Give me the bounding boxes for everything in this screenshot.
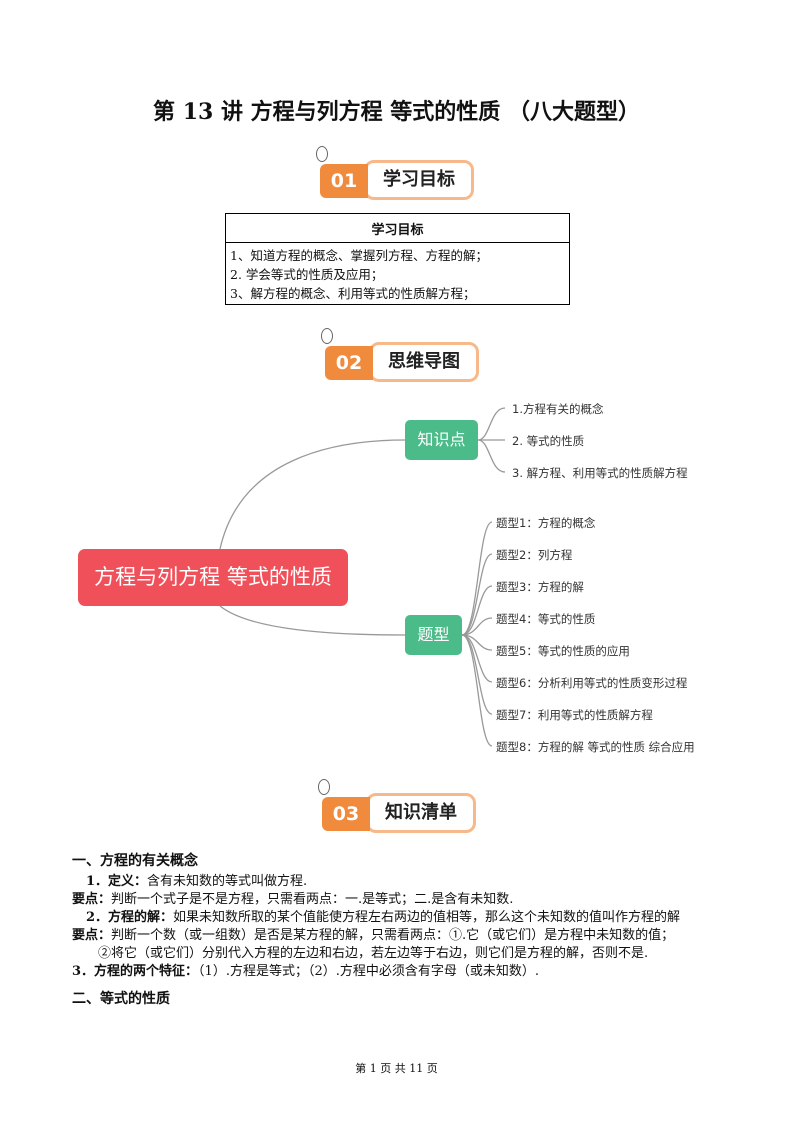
- term-label: 2．方程的解：: [86, 910, 174, 925]
- definition-text: 含有未知数的等式叫做方程.: [147, 874, 308, 889]
- section-banner-mindmap: 思维导图 02: [321, 328, 479, 382]
- banner-label: 思维导图: [369, 342, 479, 382]
- mindmap-leaf: 题型8：方程的解 等式的性质 综合应用: [496, 740, 695, 754]
- mindmap-leaf: 题型4：等式的性质: [496, 612, 596, 626]
- mindmap-branch-question-types: 题型: [405, 615, 462, 655]
- mindmap-leaf: 题型5：等式的性质的应用: [496, 644, 630, 658]
- section-heading: 二、等式的性质: [72, 991, 170, 1007]
- note-text: 判断一个数（或一组数）是否是某方程的解，只需看两点：①.它（或它们）是方程中未知…: [111, 928, 675, 943]
- goals-table: 学习目标 1、知道方程的概念、掌握列方程、方程的解； 2. 学会等式的性质及应用…: [225, 213, 570, 305]
- table-header: 学习目标: [225, 213, 570, 243]
- section-heading: 一、方程的有关概念: [72, 853, 198, 869]
- mindmap-leaf: 2. 等式的性质: [512, 434, 585, 448]
- banner-number: 03: [322, 797, 370, 831]
- curl-decoration-icon: [321, 328, 333, 344]
- mindmap-leaf: 题型1：方程的概念: [496, 516, 596, 530]
- mindmap-leaf: 题型3：方程的解: [496, 580, 584, 594]
- banner-label: 知识清单: [366, 793, 476, 833]
- mindmap-branch-knowledge: 知识点: [405, 420, 478, 460]
- term-label: 3．方程的两个特征：: [72, 964, 199, 979]
- mindmap-leaf: 题型6：分析利用等式的性质变形过程: [496, 676, 688, 690]
- goal-item: 1、知道方程的概念、掌握列方程、方程的解；: [230, 248, 488, 263]
- section-banner-knowledge: 知识清单 03: [318, 779, 476, 833]
- banner-label: 学习目标: [364, 160, 474, 200]
- term-label: 要点：: [72, 892, 112, 907]
- banner-number: 02: [325, 346, 373, 380]
- note-text: 判断一个式子是不是方程，只需看两点：一.是等式；二.是含有未知数.: [111, 892, 514, 907]
- curl-decoration-icon: [318, 779, 330, 795]
- goal-item: 3、解方程的概念、利用等式的性质解方程；: [230, 286, 476, 301]
- page-title: 第 13 讲 方程与列方程 等式的性质 （八大题型）: [153, 99, 640, 125]
- definition-text: （1）.方程是等式；（2）.方程中必须含有字母（或未知数）.: [198, 964, 539, 979]
- definition-text: 如果未知数所取的某个值能使方程左右两边的值相等，那么这个未知数的值叫作方程的解: [173, 910, 681, 925]
- page-footer: 第 1 页 共 11 页: [355, 1062, 438, 1075]
- note-text: ②将它（或它们）分别代入方程的左边和右边，若左边等于右边，则它们是方程的解，否则…: [98, 946, 649, 961]
- banner-number: 01: [320, 164, 368, 198]
- section-banner-goals: 学习目标 01: [316, 146, 474, 200]
- term-label: 要点：: [72, 928, 112, 943]
- curl-decoration-icon: [316, 146, 328, 162]
- mindmap-leaf: 题型2：列方程: [496, 548, 573, 562]
- mindmap-leaf: 3. 解方程、利用等式的性质解方程: [512, 466, 688, 480]
- mindmap-leaf: 题型7：利用等式的性质解方程: [496, 708, 653, 722]
- mindmap-leaf: 1.方程有关的概念: [512, 402, 604, 416]
- goal-item: 2. 学会等式的性质及应用；: [230, 267, 384, 282]
- mindmap-center-node: 方程与列方程 等式的性质: [78, 549, 348, 606]
- term-label: 1．定义：: [86, 874, 148, 889]
